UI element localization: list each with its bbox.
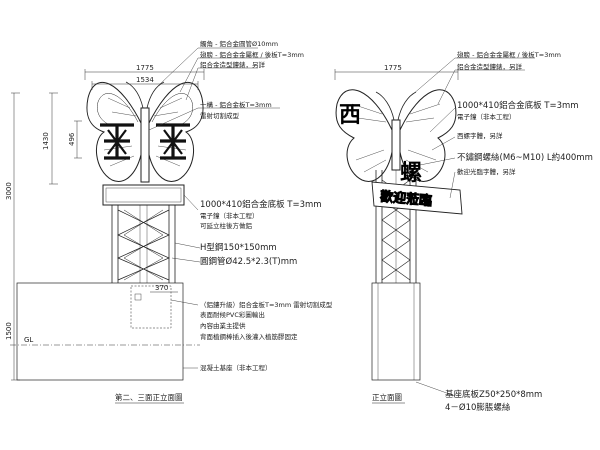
left-note-sign-board: 1000*410鋁合金底板 T=3mm bbox=[200, 199, 322, 210]
left-dim-1500: 1500 bbox=[5, 322, 13, 340]
right-butterfly bbox=[335, 89, 457, 182]
left-note-wing-pattern: 鋁合金造型鏤錶，另詳 bbox=[200, 60, 266, 69]
right-char-xi: 西 bbox=[339, 102, 361, 128]
right-note-wing-frame: 翅膀 - 鋁合金金屬框 / 後板T=3mm bbox=[457, 50, 561, 59]
left-note-wing-frame: 翅膀 - 鋁合金金屬框 / 後板T=3mm bbox=[200, 50, 304, 59]
left-dim-496: 496 bbox=[68, 132, 76, 146]
left-note-plate-2: 表面耐候PVC彩圖輸出 bbox=[200, 310, 265, 319]
left-dim-1430: 1430 bbox=[42, 132, 50, 150]
right-note-char-detail: 西螺字體，另詳 bbox=[457, 131, 503, 140]
left-note-plate-1: （鋁鏤升級）鋁合金板T=3mm 雷射切割成型 bbox=[200, 300, 333, 309]
right-base-column bbox=[371, 282, 421, 381]
left-note-laser: 雷射切割成型 bbox=[200, 111, 240, 120]
right-note-sign-elec: 電子鐘（非本工程） bbox=[457, 112, 516, 121]
left-note-pipe: 圓鋼管Ø42.5*2.3(T)mm bbox=[200, 256, 297, 267]
right-dimensions bbox=[334, 69, 459, 80]
left-label-plate bbox=[130, 285, 172, 329]
left-concrete-base bbox=[16, 282, 184, 381]
left-truss bbox=[111, 205, 176, 283]
right-note-anchor: 4－Ø10膨脹螺絲 bbox=[445, 402, 511, 413]
right-note-sign-board: 1000*410鋁合金底板 T=3mm bbox=[457, 100, 579, 111]
left-dim-370: 370 bbox=[155, 284, 168, 292]
left-leaders bbox=[148, 47, 280, 369]
right-elevation bbox=[335, 89, 463, 381]
right-leaders bbox=[411, 57, 535, 397]
left-note-h-beam: H型鋼150*150mm bbox=[200, 242, 277, 253]
right-dim-top-width: 1775 bbox=[384, 64, 402, 72]
left-note-antenna: 觸角 - 鋁合金圓管Ø10mm bbox=[200, 39, 278, 48]
left-note-plate-3: 內容由業主提供 bbox=[200, 321, 246, 330]
left-note-concrete: 混凝土基座（非本工程） bbox=[200, 363, 272, 372]
left-note-sign-place: 可延立柱後方做鋁 bbox=[200, 221, 253, 230]
right-caption: 正立面圖 bbox=[372, 392, 402, 402]
right-welcome-band bbox=[371, 181, 463, 215]
left-caption: 第二、三面正立面圖 bbox=[115, 392, 183, 402]
right-welcome-text: 歡迎蒞臨 bbox=[379, 189, 432, 209]
left-wing-glyphs bbox=[100, 123, 190, 160]
left-dim-3000: 3000 bbox=[5, 182, 13, 200]
left-ground-label: GL bbox=[24, 336, 33, 344]
left-dim-top-width: 1775 bbox=[136, 64, 154, 72]
right-note-base-plate: 基座底板Z50*250*8mm bbox=[445, 389, 542, 400]
left-butterfly bbox=[86, 81, 204, 183]
right-note-wing-pattern: 鋁合金造型鏤錶，另詳 bbox=[457, 62, 523, 71]
left-note-sign-elec: 電子鐘（非本工程） bbox=[200, 211, 259, 220]
left-note-body: 一構 - 鋁合金板T=3mm bbox=[200, 100, 272, 109]
right-note-bolt: 不鏽鋼螺絲(M6~M10) L約400mm bbox=[457, 152, 593, 163]
left-dimensions bbox=[10, 69, 205, 381]
left-elevation bbox=[16, 81, 204, 381]
right-note-welcome: 歡迎光臨字體，另詳 bbox=[457, 167, 516, 176]
left-dim-inner-width: 1534 bbox=[136, 76, 154, 84]
right-char-luo: 螺 bbox=[400, 160, 422, 186]
left-note-plate-4: 背面植鋼棒插入後灌入植筋膠固定 bbox=[200, 332, 298, 341]
